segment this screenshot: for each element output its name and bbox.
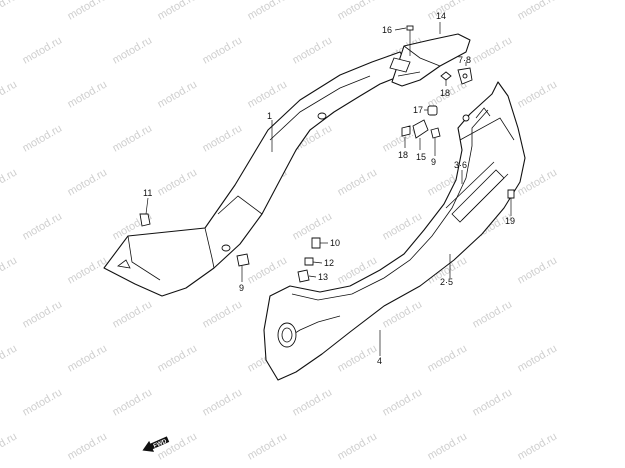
callout-9b: 9	[431, 157, 436, 167]
watermark-text: motod.ru	[111, 298, 155, 330]
watermark-text: motod.ru	[66, 254, 110, 286]
watermark-text: motod.ru	[471, 298, 515, 330]
watermark-text: motod.ru	[111, 122, 155, 154]
watermark-text: motod.ru	[336, 166, 380, 198]
fwd-arrow: FWD	[142, 436, 170, 452]
bolt-10	[311, 237, 321, 249]
callout-9a: 9	[239, 283, 244, 293]
callout-17: 17	[413, 105, 423, 115]
watermark-text: motod.ru	[246, 78, 290, 110]
watermark-text: motod.ru	[21, 210, 65, 242]
frame-cover-left	[103, 51, 409, 297]
nut-18b	[401, 125, 411, 137]
watermark-text: motod.ru	[426, 0, 470, 23]
callout-labels: 1 2·5 3·6 4 7·8 9 9 10 11 12 13 14 15 16…	[143, 11, 515, 366]
side-cover-right	[263, 81, 526, 381]
washer-12	[304, 257, 314, 266]
watermark-text: motod.ru	[0, 0, 19, 23]
callout-1: 1	[267, 111, 272, 121]
callout-2-5: 2·5	[440, 277, 453, 287]
watermark-text: motod.ru	[0, 78, 19, 110]
cushion-17	[427, 105, 438, 116]
watermark-text: motod.ru	[516, 78, 560, 110]
watermark-text: motod.ru	[426, 430, 470, 462]
watermark-text: motod.ru	[111, 34, 155, 66]
watermark-text: motod.ru	[156, 342, 200, 374]
watermark-text: motod.ru	[66, 0, 110, 23]
reflector-hole	[277, 322, 297, 348]
watermark-text: motod.ru	[201, 386, 245, 418]
watermark-text: motod.ru	[66, 166, 110, 198]
watermark-text: motod.ru	[381, 386, 425, 418]
leader-lines	[145, 22, 512, 356]
callout-14: 14	[436, 11, 446, 21]
tail-cover-upper	[391, 33, 471, 87]
watermark-text: motod.ru	[516, 0, 560, 23]
clip-15	[412, 119, 429, 139]
watermark-text: motod.ru	[0, 342, 19, 374]
watermark-text: motod.ru	[201, 122, 245, 154]
watermark-text: motod.ru	[156, 166, 200, 198]
watermark-text: motod.ru	[0, 254, 19, 286]
callout-18b: 18	[398, 150, 408, 160]
watermark-text: motod.ru	[0, 166, 19, 198]
callout-3-6: 3·6	[454, 160, 467, 170]
watermark-text: motod.ru	[201, 298, 245, 330]
watermark-text: motod.ru	[516, 342, 560, 374]
callout-19: 19	[505, 216, 515, 226]
watermark-text: motod.ru	[0, 430, 19, 462]
watermark-text: motod.ru	[246, 254, 290, 286]
watermark-text: motod.ru	[291, 34, 335, 66]
watermark-text: motod.ru	[516, 430, 560, 462]
watermark-text: motod.ru	[426, 342, 470, 374]
watermark-text: motod.ru	[246, 0, 290, 23]
fwd-label: FWD	[153, 438, 169, 449]
watermark-text: motod.ru	[336, 430, 380, 462]
grommet-tail	[462, 114, 470, 122]
screw-19	[507, 189, 515, 199]
callout-10: 10	[330, 238, 340, 248]
watermark-text: motod.ru	[21, 386, 65, 418]
callout-12: 12	[324, 258, 334, 268]
nut-18a	[440, 71, 452, 81]
callout-11: 11	[143, 188, 152, 198]
grommet-lower	[221, 244, 231, 252]
callout-18a: 18	[440, 88, 450, 98]
grommet-9b	[430, 127, 441, 139]
callout-15: 15	[416, 152, 426, 162]
hardware	[139, 25, 515, 283]
watermark-text: motod.ru	[66, 430, 110, 462]
watermark-text: motod.ru	[66, 342, 110, 374]
watermark-text: motod.ru	[156, 0, 200, 23]
grommet-upper	[317, 112, 327, 120]
grommet-9a	[236, 253, 250, 267]
watermark-text: motod.ru	[21, 122, 65, 154]
callout-13: 13	[318, 272, 328, 282]
nut-11	[139, 213, 151, 227]
callout-7-8: 7·8	[458, 55, 471, 65]
watermark-text: motod.ru	[201, 34, 245, 66]
watermark-text: motod.ru	[21, 34, 65, 66]
callout-4: 4	[377, 356, 382, 366]
watermark-text: motod.ru	[21, 298, 65, 330]
watermark-text: motod.ru	[516, 254, 560, 286]
watermark-text: motod.ru	[111, 386, 155, 418]
watermark-text: motod.ru	[471, 34, 515, 66]
watermark-text: motod.ru	[156, 78, 200, 110]
screw-16	[406, 25, 414, 31]
cushion-13	[297, 269, 310, 283]
watermark-text: motod.ru	[291, 386, 335, 418]
watermark-text: motod.ru	[66, 78, 110, 110]
watermark-text: motod.ru	[336, 342, 380, 374]
watermark-text: motod.ru	[246, 430, 290, 462]
watermark-text: motod.ru	[336, 0, 380, 23]
callout-16: 16	[382, 25, 392, 35]
watermark-text: motod.ru	[471, 386, 515, 418]
